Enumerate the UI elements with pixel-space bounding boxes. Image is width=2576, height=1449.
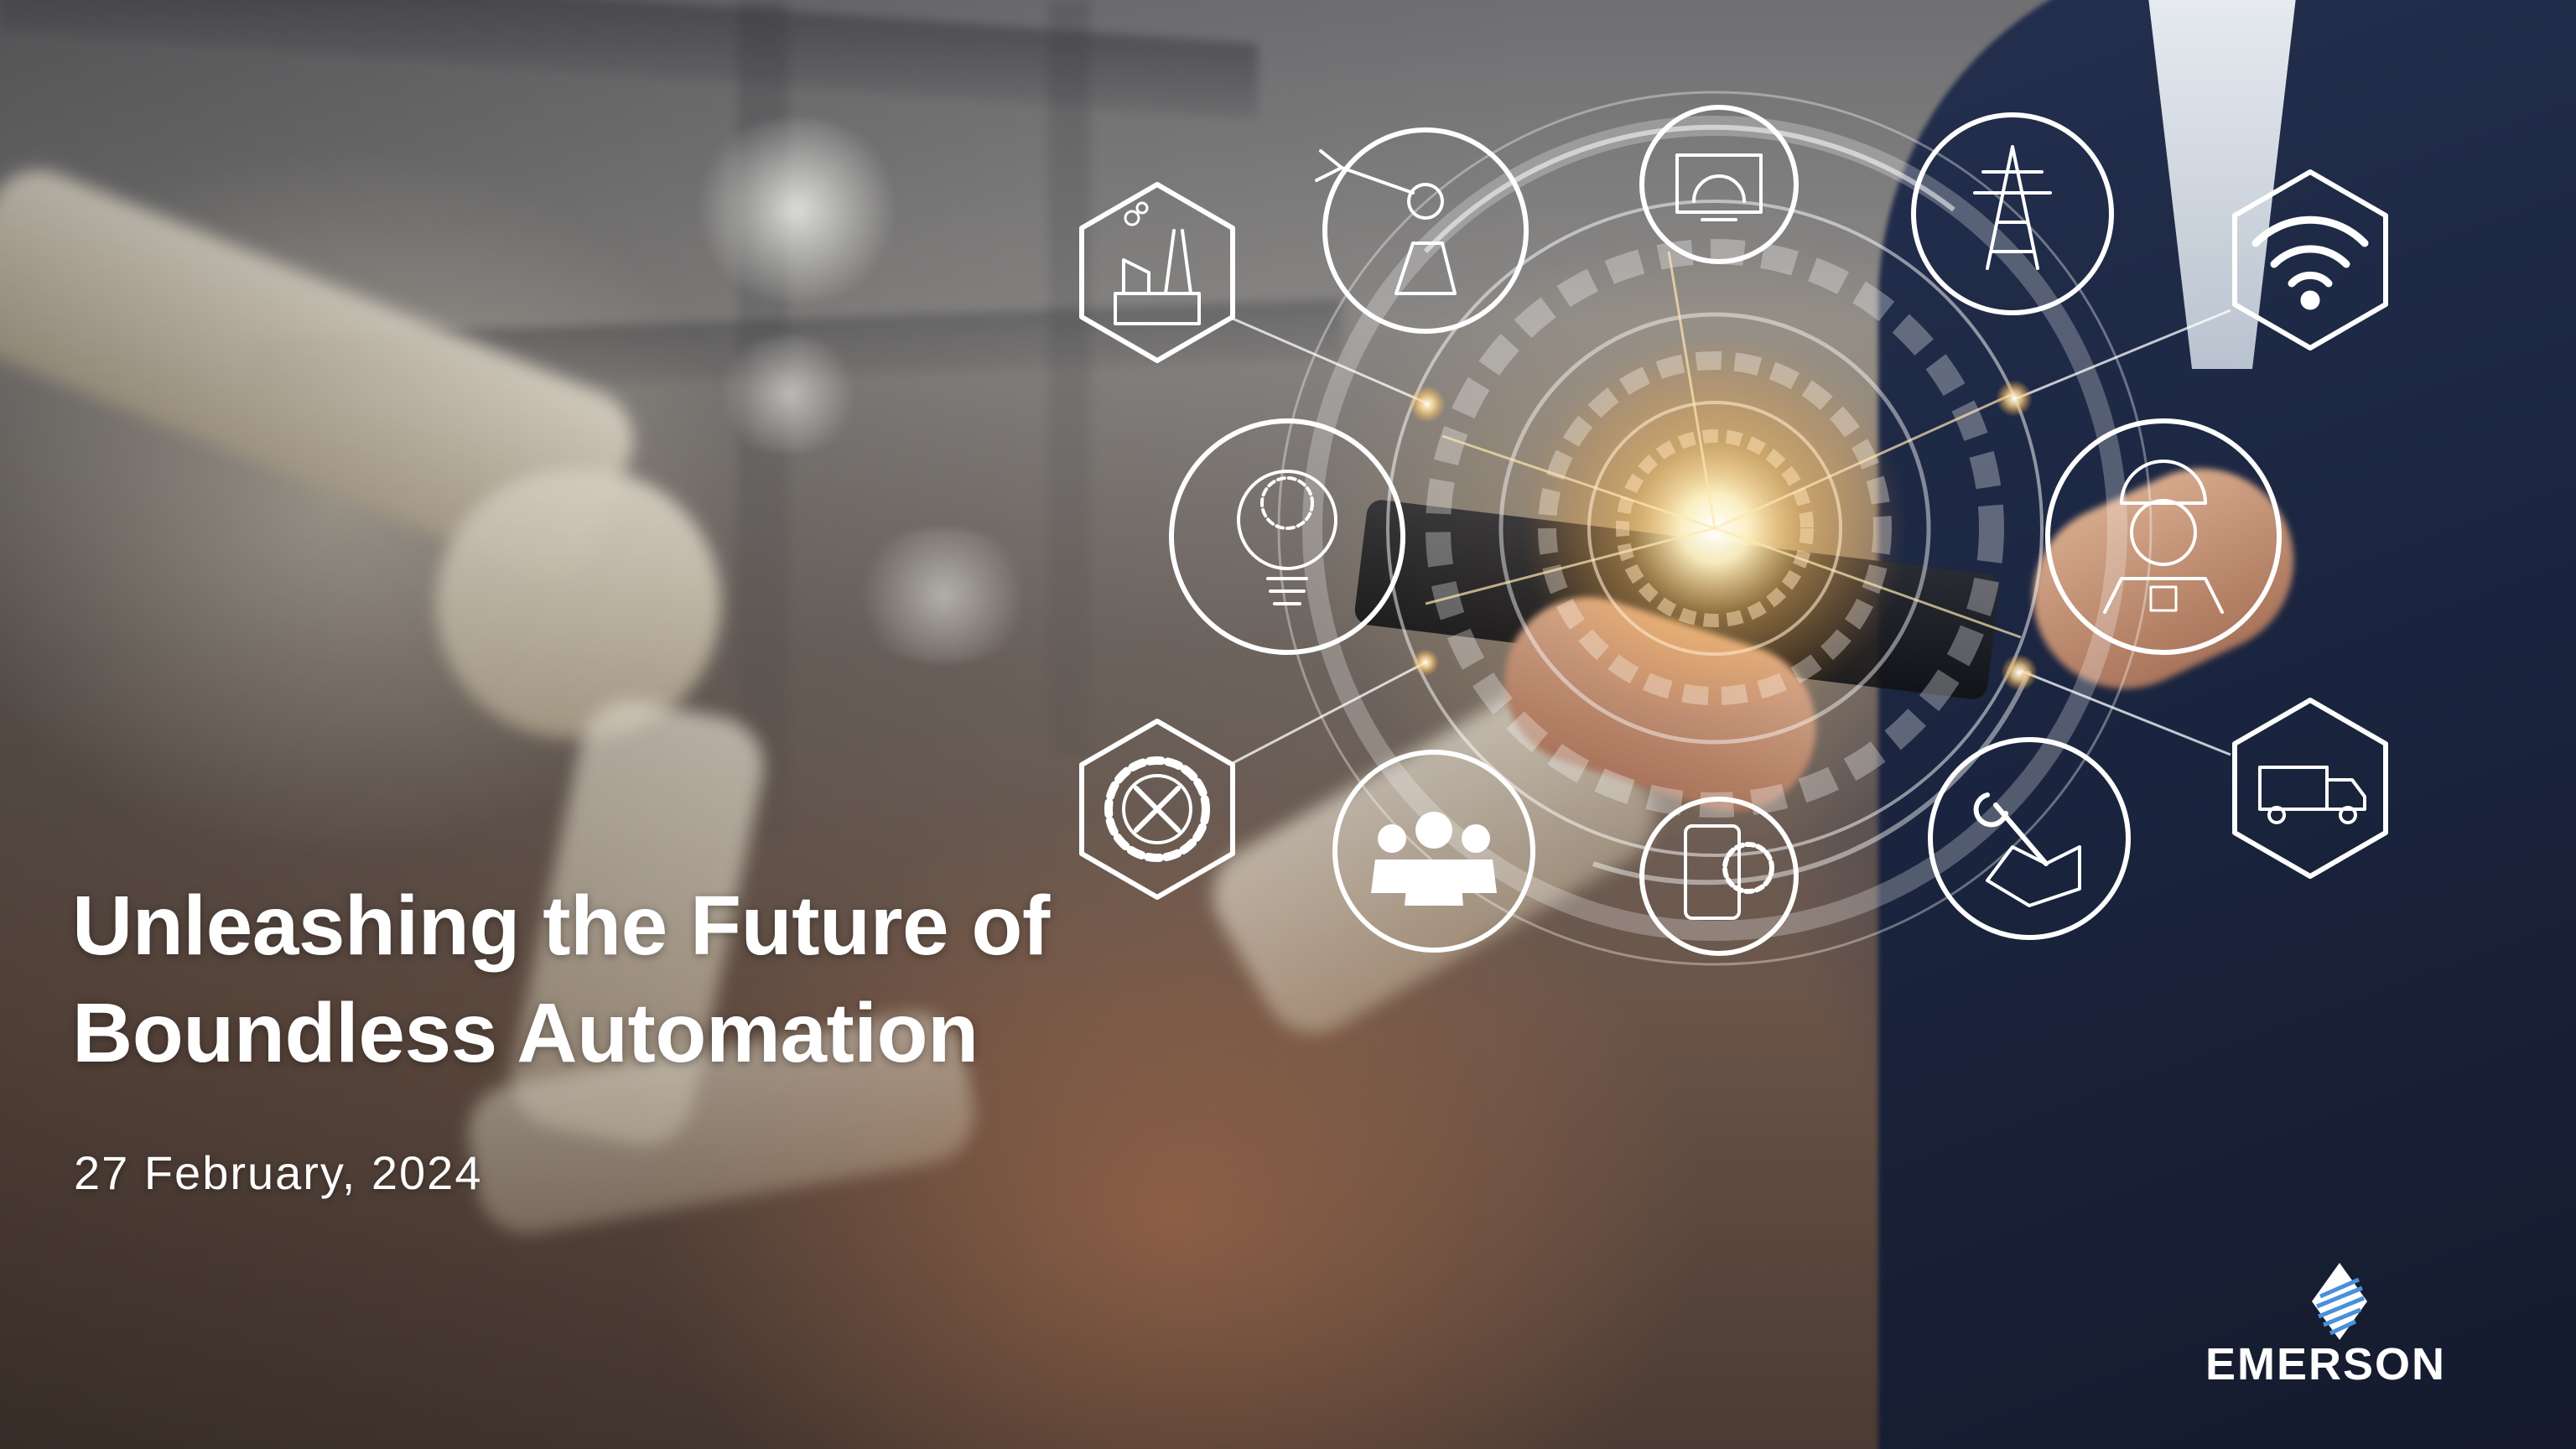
- gear-tools-icon: [1079, 719, 1235, 900]
- title-block: Unleashing the Future of Boundless Autom…: [72, 872, 1246, 1087]
- monitor-gear-icon: [1639, 105, 1799, 264]
- slide-title-line-2: Boundless Automation: [72, 986, 979, 1080]
- factory-icon: [1079, 182, 1235, 363]
- team-icon: [1332, 750, 1535, 953]
- emerson-logo-text: EMERSON: [2205, 1339, 2447, 1389]
- robot-arm-icon: [1315, 127, 1529, 334]
- ceiling-light: [688, 117, 906, 302]
- emerson-diamond-logo-icon: [2312, 1263, 2367, 1340]
- engineer-icon: [2045, 418, 2282, 655]
- ceiling-light: [713, 335, 864, 453]
- power-tower-icon: [1911, 112, 2114, 315]
- slide-title-line-1: Unleashing the Future of: [72, 879, 1050, 973]
- ceiling-beam: [1048, 0, 1090, 755]
- lightbulb-gear-icon: [1169, 418, 1405, 655]
- wifi-icon: [2232, 169, 2388, 351]
- smartphone-gear-icon: [1639, 797, 1799, 956]
- delivery-truck-icon: [2232, 698, 2388, 879]
- emerson-logo: EMERSON: [2205, 1263, 2490, 1397]
- slide-title: Unleashing the Future of Boundless Autom…: [72, 872, 1246, 1087]
- robot-arm: [436, 470, 721, 738]
- presentation-date: 27 February, 2024: [74, 1146, 483, 1199]
- hand-wrench-icon: [1928, 737, 2131, 940]
- ceiling-light: [847, 528, 1040, 662]
